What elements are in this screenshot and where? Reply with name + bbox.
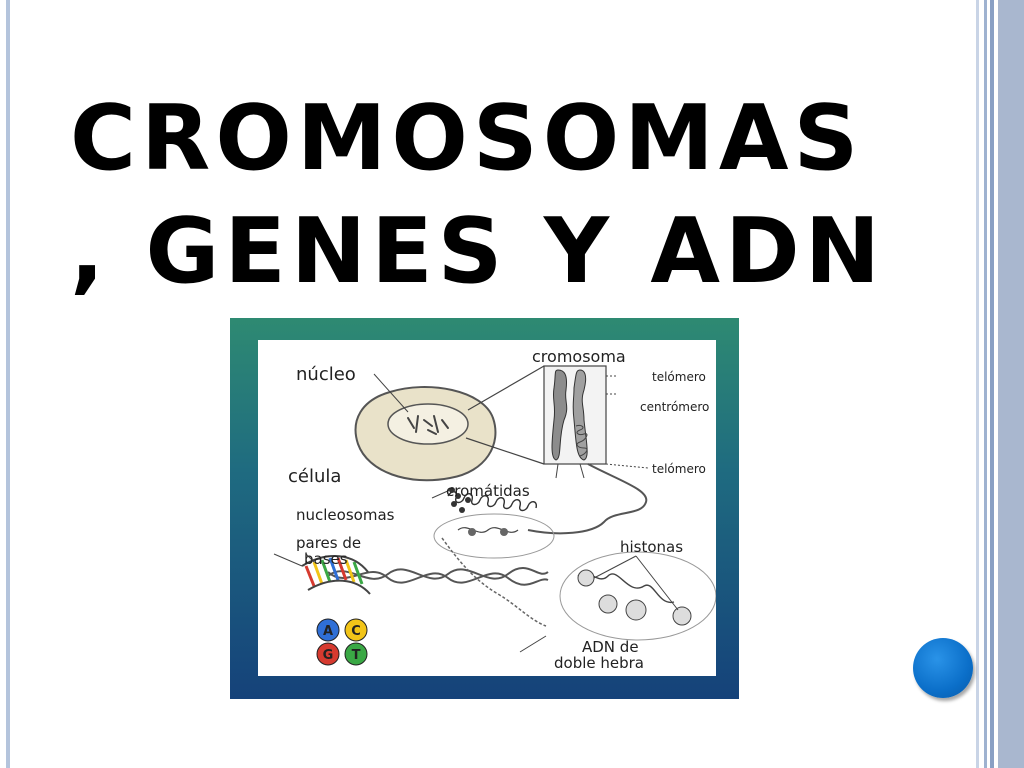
nucleosome-coil: [447, 491, 538, 512]
title-line-2: , GENES Y ADN: [70, 199, 886, 304]
chromatin-coil: [575, 425, 588, 457]
nucleosome-zoom-oval: [433, 513, 555, 559]
base-a-letter: A: [323, 624, 333, 639]
base-g-icon: [316, 642, 340, 666]
base-pairs-icon: [304, 557, 364, 587]
label-cromatidas: cromátidas: [446, 482, 530, 500]
chromosome-diagram: A C G T núcleo célula cromosoma telómero…: [273, 347, 716, 672]
histone-spheres: [577, 569, 692, 626]
base-a-icon: [316, 618, 340, 642]
base-c-icon: [344, 618, 368, 642]
chromatid-right: [572, 369, 588, 461]
diagram-panel: A C G T núcleo célula cromosoma telómero…: [258, 340, 716, 676]
label-adn-line1: ADN de: [582, 638, 639, 656]
label-telomero-bottom: telómero: [652, 462, 706, 476]
label-celula: célula: [288, 466, 341, 487]
nucleus-chromosomes-icon: [407, 415, 449, 435]
label-adn-line2: doble hebra: [554, 654, 644, 672]
histone-zoom-oval: [559, 551, 716, 641]
label-nucleosomas: nucleosomas: [296, 506, 395, 524]
right-decorative-stripes: [976, 0, 1024, 768]
chromatin-fiber: [527, 463, 648, 535]
base-c-letter: C: [351, 624, 361, 639]
label-nucleo: núcleo: [296, 364, 356, 385]
label-histonas: histonas: [620, 538, 683, 556]
base-t-letter: T: [352, 648, 361, 663]
left-border-line: [6, 0, 10, 768]
dna-double-helix: [327, 567, 549, 586]
nucleosome-beads: [449, 487, 471, 513]
base-g-letter: G: [323, 648, 334, 663]
label-pares-line2: bases: [304, 550, 348, 568]
chromosome-diagram-frame: A C G T núcleo célula cromosoma telómero…: [230, 318, 739, 699]
label-centromero: centrómero: [640, 400, 709, 414]
title-line-1: CROMOSOMAS: [70, 86, 864, 191]
label-telomero-top: telómero: [652, 370, 706, 384]
decorative-blue-dot: [913, 638, 973, 698]
chromatid-left: [551, 369, 568, 461]
base-t-icon: [344, 642, 368, 666]
label-cromosoma: cromosoma: [532, 347, 626, 366]
label-pares-line1: pares de: [296, 534, 361, 552]
slide-title: CROMOSOMAS , GENES Y ADN: [70, 82, 950, 308]
